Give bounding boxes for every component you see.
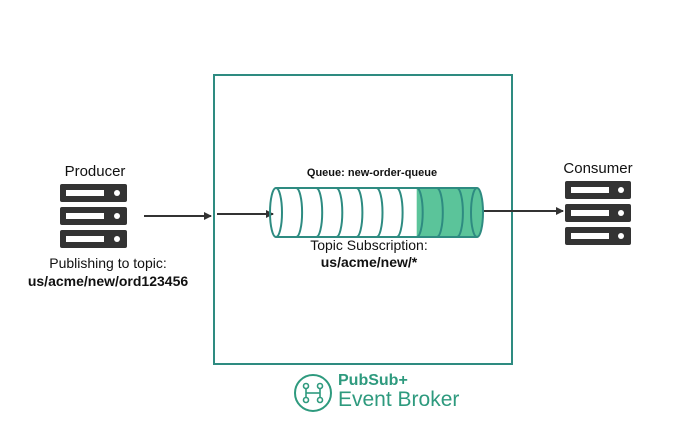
queue-name-label: Queue: new-order-queue	[306, 167, 438, 179]
event-broker-box	[213, 74, 513, 365]
queue-slot-filled	[456, 187, 464, 238]
queue-slot-filled	[416, 187, 424, 238]
queue-end-cap	[470, 187, 484, 238]
server-unit	[60, 184, 127, 202]
publish-topic-label: Publishing to topic:	[49, 255, 167, 271]
server-unit	[60, 207, 127, 225]
queue-slot-empty	[315, 187, 324, 238]
consumer-title: Consumer	[563, 160, 633, 177]
queue-slot-empty	[376, 187, 384, 238]
queue-slot-empty	[335, 187, 344, 238]
queue-slot-empty	[295, 187, 304, 238]
producer-title: Producer	[64, 163, 126, 180]
queue-start-cap	[269, 187, 277, 238]
queue-slot-empty	[275, 187, 283, 238]
queue-slot-filled	[436, 187, 444, 238]
server-unit	[60, 230, 127, 248]
producer-server-icon	[60, 184, 127, 248]
queue-slot-empty	[396, 187, 404, 238]
queue-cylinder	[269, 187, 484, 238]
broker-logo-icon	[294, 374, 332, 412]
broker-brand-name: PubSub+	[338, 372, 408, 389]
queue-filled-region	[416, 188, 477, 237]
publish-topic-value: us/acme/new/ord123456	[27, 273, 189, 289]
server-unit	[565, 204, 631, 222]
consumer-server-icon	[565, 181, 631, 245]
server-unit	[565, 227, 631, 245]
server-unit	[565, 181, 631, 199]
broker-brand-subtitle: Event Broker	[338, 388, 460, 411]
subscription-label: Topic Subscription:	[310, 237, 428, 253]
subscription-topic: us/acme/new/*	[320, 254, 418, 270]
queue-slot-empty	[356, 187, 364, 238]
